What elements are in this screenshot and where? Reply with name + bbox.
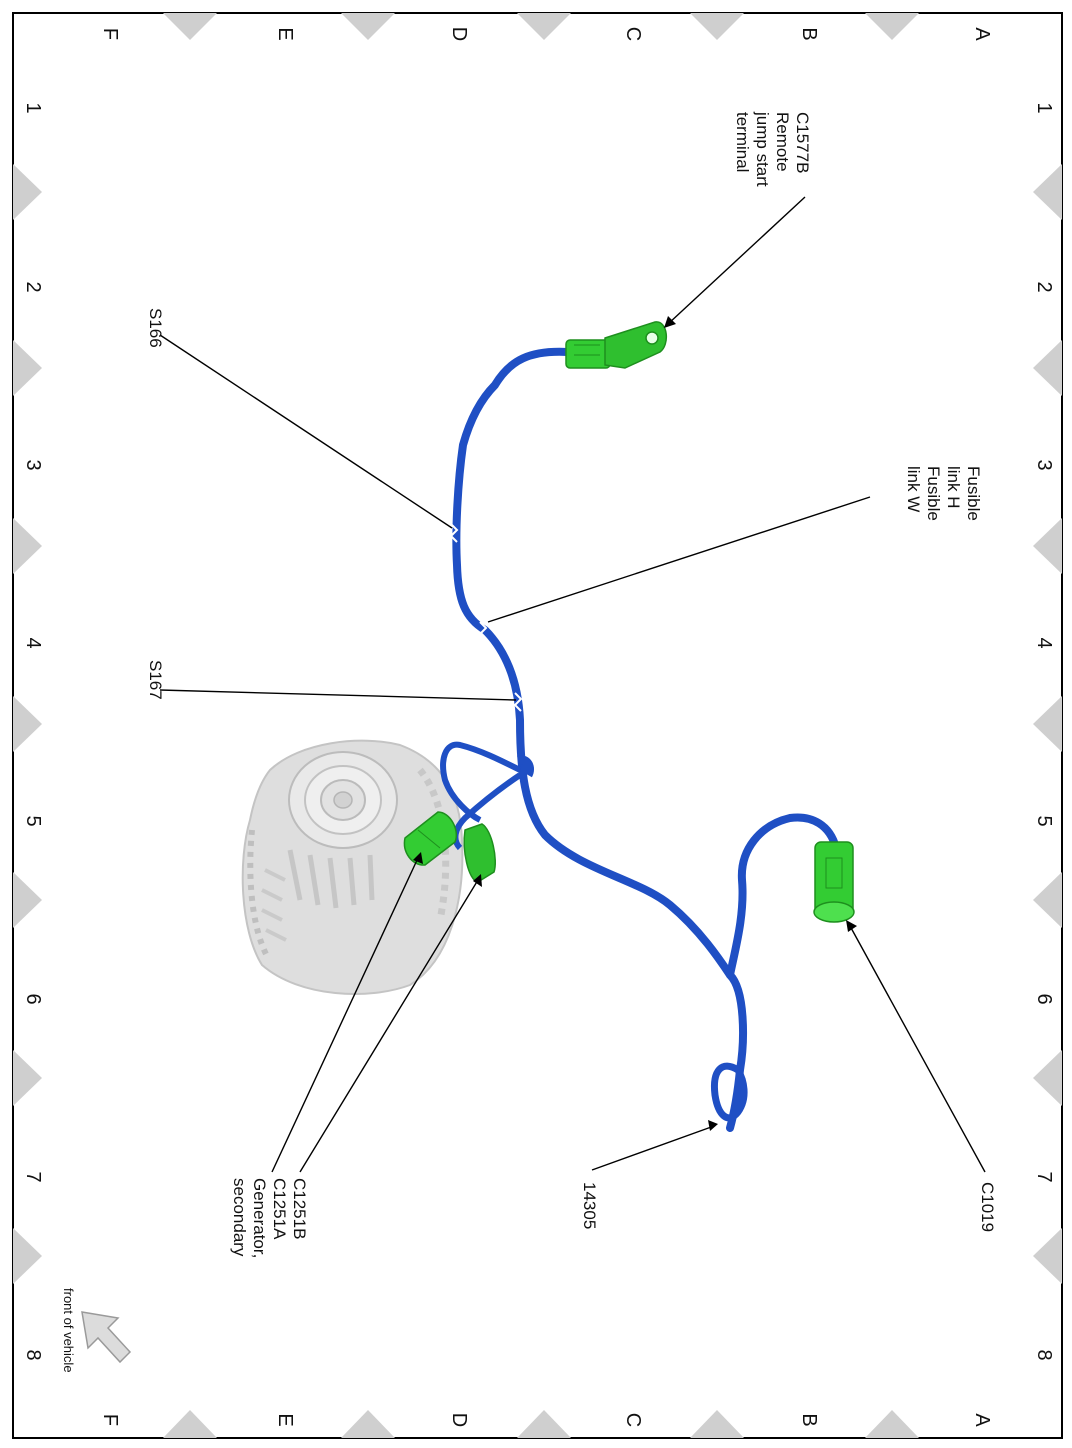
callout-s167: S167 [146, 660, 165, 700]
callout-c1577b-line2: Remote [773, 112, 792, 172]
callout-fusible-line4: link W [904, 466, 923, 512]
callout-fusible: Fusible link H Fusible link W [904, 466, 983, 521]
splice-s167-marker [513, 692, 523, 712]
front-of-vehicle-indicator: front of vehicle [61, 1288, 132, 1373]
callout-generator: C1251B C1251A Generator, secondary [230, 1178, 309, 1258]
leader-c1577b [667, 196, 806, 325]
callout-generator-line4: secondary [230, 1178, 249, 1257]
inner-frame [61, 59, 1017, 1389]
fusible-link-marker [478, 621, 488, 641]
connector-c1577b [565, 321, 667, 369]
connector-c1019 [813, 841, 855, 923]
col-label-6-left: 6 [22, 993, 44, 1004]
row-label-c-top: C [622, 27, 644, 41]
callout-c1577b: C1577B Remote jump start terminal [733, 111, 812, 187]
col-label-3-right: 3 [1033, 459, 1055, 470]
callout-s166: S166 [146, 308, 165, 348]
col-label-5-left: 5 [22, 815, 44, 826]
callout-14305-text: 14305 [580, 1182, 599, 1229]
row-label-a-bottom: A [971, 1413, 993, 1427]
callout-c1019-text: C1019 [978, 1182, 997, 1232]
leader-lines [159, 196, 986, 1173]
splice-markers [449, 523, 523, 712]
callout-fusible-line1: Fusible [964, 466, 983, 521]
col-label-4-right: 4 [1033, 637, 1055, 648]
row-label-b-bottom: B [798, 1413, 820, 1426]
connector-c1251b [403, 811, 457, 866]
col-label-1-left: 1 [22, 102, 44, 113]
front-of-vehicle-label: front of vehicle [61, 1288, 76, 1373]
splice-s166-marker [449, 523, 459, 543]
arrow-c1251b [413, 852, 423, 864]
col-label-7-left: 7 [22, 1171, 44, 1182]
harness-c1019-branch [726, 813, 840, 979]
leader-c1251b [271, 857, 419, 1173]
callout-s166-text: S166 [146, 308, 165, 348]
row-label-d-top: D [448, 27, 470, 41]
row-label-e-top: E [274, 27, 296, 40]
col-label-8-left: 8 [22, 1349, 44, 1360]
callout-generator-line3: Generator, [250, 1178, 269, 1258]
col-label-7-right: 7 [1033, 1171, 1055, 1182]
col-label-5-right: 5 [1033, 815, 1055, 826]
harness-generator-branch-upper [440, 741, 522, 823]
callout-fusible-line3: Fusible [924, 466, 943, 521]
row-labels-top: A B C D E F [99, 27, 993, 42]
col-label-4-left: 4 [22, 637, 44, 648]
wiring-harness [440, 347, 840, 1132]
row-label-a-top: A [971, 27, 993, 41]
col-label-6-right: 6 [1033, 993, 1055, 1004]
col-label-3-left: 3 [22, 459, 44, 470]
front-arrow-icon [81, 1311, 132, 1364]
outer-frame [12, 12, 1063, 1439]
column-labels-right: 1 2 3 4 5 6 7 8 [1033, 102, 1055, 1360]
arrow-c1019 [846, 920, 857, 932]
col-label-2-right: 2 [1033, 281, 1055, 292]
leader-14305 [591, 1125, 715, 1171]
leader-c1251a [299, 879, 479, 1173]
arrow-c1577b [664, 316, 676, 328]
leader-c1019 [849, 925, 986, 1173]
border-triangles-right [1033, 164, 1062, 1284]
col-label-8-right: 8 [1033, 1349, 1055, 1360]
callout-c1577b-line4: terminal [733, 112, 752, 172]
row-label-e-bottom: E [274, 1413, 296, 1426]
harness-loop [710, 1062, 748, 1122]
callout-fusible-line2: link H [944, 466, 963, 509]
callout-c1019: C1019 [978, 1182, 997, 1232]
row-label-f-top: F [99, 28, 121, 40]
connector-c1251a [463, 823, 496, 883]
col-label-1-right: 1 [1033, 102, 1055, 113]
row-label-d-bottom: D [448, 1413, 470, 1427]
row-label-b-top: B [798, 27, 820, 40]
col-label-2-left: 2 [22, 281, 44, 292]
callout-generator-line2: C1251A [270, 1178, 289, 1240]
row-labels-bottom: A B C D E F [99, 1413, 993, 1428]
callout-harness-14305: 14305 [580, 1182, 599, 1229]
harness-stub [517, 755, 535, 778]
leader-s167 [159, 689, 517, 701]
leader-fusible [487, 496, 871, 623]
harness-main-branch [452, 347, 747, 1132]
column-labels-left: 1 2 3 4 5 6 7 8 [22, 102, 44, 1360]
arrow-14305 [708, 1120, 718, 1131]
border-triangles-left [13, 164, 42, 1284]
row-label-f-bottom: F [99, 1414, 121, 1426]
callout-generator-line1: C1251B [290, 1178, 309, 1239]
row-label-c-bottom: C [622, 1413, 644, 1427]
border-triangles-top [163, 13, 919, 40]
border-triangles-bottom [163, 1410, 919, 1438]
arrow-c1251a [473, 874, 482, 887]
callout-s167-text: S167 [146, 660, 165, 700]
callout-c1577b-line3: jump start [753, 111, 772, 187]
callout-c1577b-line1: C1577B [793, 112, 812, 173]
leader-s166 [159, 334, 453, 529]
generator-illustration [241, 739, 464, 995]
